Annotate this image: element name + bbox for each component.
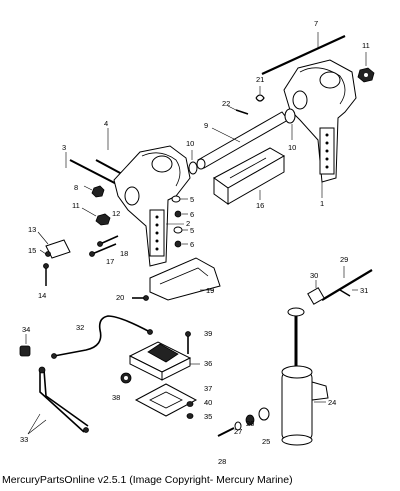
image-caption: MercuryPartsOnline v2.5.1 (Image Copyrig…: [2, 474, 293, 486]
callout-21: 21: [256, 75, 264, 84]
part-33-hoses: [27, 366, 89, 435]
callout-20: 20: [116, 293, 124, 302]
callout-31: 31: [360, 286, 368, 295]
callout-17: 17: [106, 257, 114, 266]
part-7-rod: [261, 32, 346, 76]
callout-1: 1: [320, 199, 324, 208]
callout-5: 5: [190, 195, 194, 204]
callout-4: 4: [104, 119, 108, 128]
part-11-nut: [357, 52, 375, 83]
part-5-washer: [171, 195, 188, 203]
part-21-clip: [255, 86, 265, 102]
part-15-screw: [39, 249, 51, 257]
part-4-bolt: [95, 128, 123, 175]
parts-diagram: 7 11 21 22 9 10 10 1 16 3 4 8 11 5 6 2 5…: [19, 19, 375, 466]
part-10-washer-left: [188, 150, 198, 175]
callout-15: 15: [28, 246, 36, 255]
part-40-washer: [186, 401, 194, 407]
part-39-bolt: [185, 331, 191, 354]
callout-30: 30: [310, 271, 318, 280]
part-35-washer: [186, 413, 194, 419]
callout-9: 9: [204, 121, 208, 130]
part-30-bushing: [307, 280, 325, 305]
callout-13: 13: [28, 225, 36, 234]
part-37-plate: [134, 383, 198, 417]
part-24-cylinder: [281, 307, 329, 446]
part-18-bolt: [97, 235, 119, 247]
callout-37: 37: [204, 384, 212, 393]
callout-8: 8: [74, 183, 78, 192]
callout-29: 29: [340, 255, 348, 264]
callout-39: 39: [204, 329, 212, 338]
callout-24: 24: [328, 398, 336, 407]
part-27-washer: [234, 421, 242, 431]
part-25-washer: [258, 407, 270, 421]
part-31-pin: [339, 289, 358, 297]
callout-6-b: 6: [190, 240, 194, 249]
callout-3: 3: [62, 143, 66, 152]
part-8-nut: [83, 185, 105, 198]
callout-38: 38: [112, 393, 120, 402]
part-38-nut: [120, 372, 132, 384]
part-20-screw: [132, 295, 149, 301]
callout-12: 12: [112, 209, 120, 218]
callout-26: 26: [246, 419, 254, 428]
callout-25: 25: [262, 437, 270, 446]
callout-36: 36: [204, 359, 212, 368]
part-22-screw: [227, 105, 249, 115]
callout-32: 32: [76, 323, 84, 332]
part-1-clamp-bracket: [283, 59, 357, 198]
callout-34: 34: [22, 325, 30, 334]
part-34-fitting: [19, 334, 31, 357]
callout-33: 33: [20, 435, 28, 444]
callout-6: 6: [190, 210, 194, 219]
part-19-bracket: [149, 257, 221, 301]
part-13-plate: [37, 231, 71, 259]
callout-28: 28: [218, 457, 226, 466]
callout-40: 40: [204, 398, 212, 407]
part-17-bolt: [89, 243, 117, 257]
callout-22: 22: [222, 99, 230, 108]
callout-5-b: 5: [190, 226, 194, 235]
part-26-nut: [245, 414, 255, 426]
callout-18: 18: [120, 249, 128, 258]
part-29-pin: [321, 266, 373, 301]
part-16-block: [213, 147, 286, 205]
callout-11: 11: [362, 41, 370, 50]
callout-19: 19: [206, 286, 214, 295]
callout-27: 27: [234, 427, 242, 436]
callout-10: 10: [186, 139, 194, 148]
part-28-screw: [217, 427, 235, 437]
callout-35: 35: [204, 412, 212, 421]
callout-10-b: 10: [288, 143, 296, 152]
part-2-clamp-bracket: [113, 145, 191, 267]
part-6-screw: [174, 210, 188, 218]
part-14-screw: [43, 263, 49, 286]
part-10-washer-right: [284, 108, 296, 140]
part-5-washer-b: [173, 226, 188, 234]
callout-14: 14: [38, 291, 46, 300]
part-36-mount: [128, 341, 200, 381]
part-11-nut-lower: [81, 207, 111, 226]
part-32-hose: [51, 315, 153, 359]
callout-16: 16: [256, 201, 264, 210]
callout-11-b: 11: [72, 201, 80, 210]
callout-7: 7: [314, 19, 318, 28]
callout-2: 2: [186, 219, 190, 228]
part-6-screw-b: [174, 240, 188, 248]
